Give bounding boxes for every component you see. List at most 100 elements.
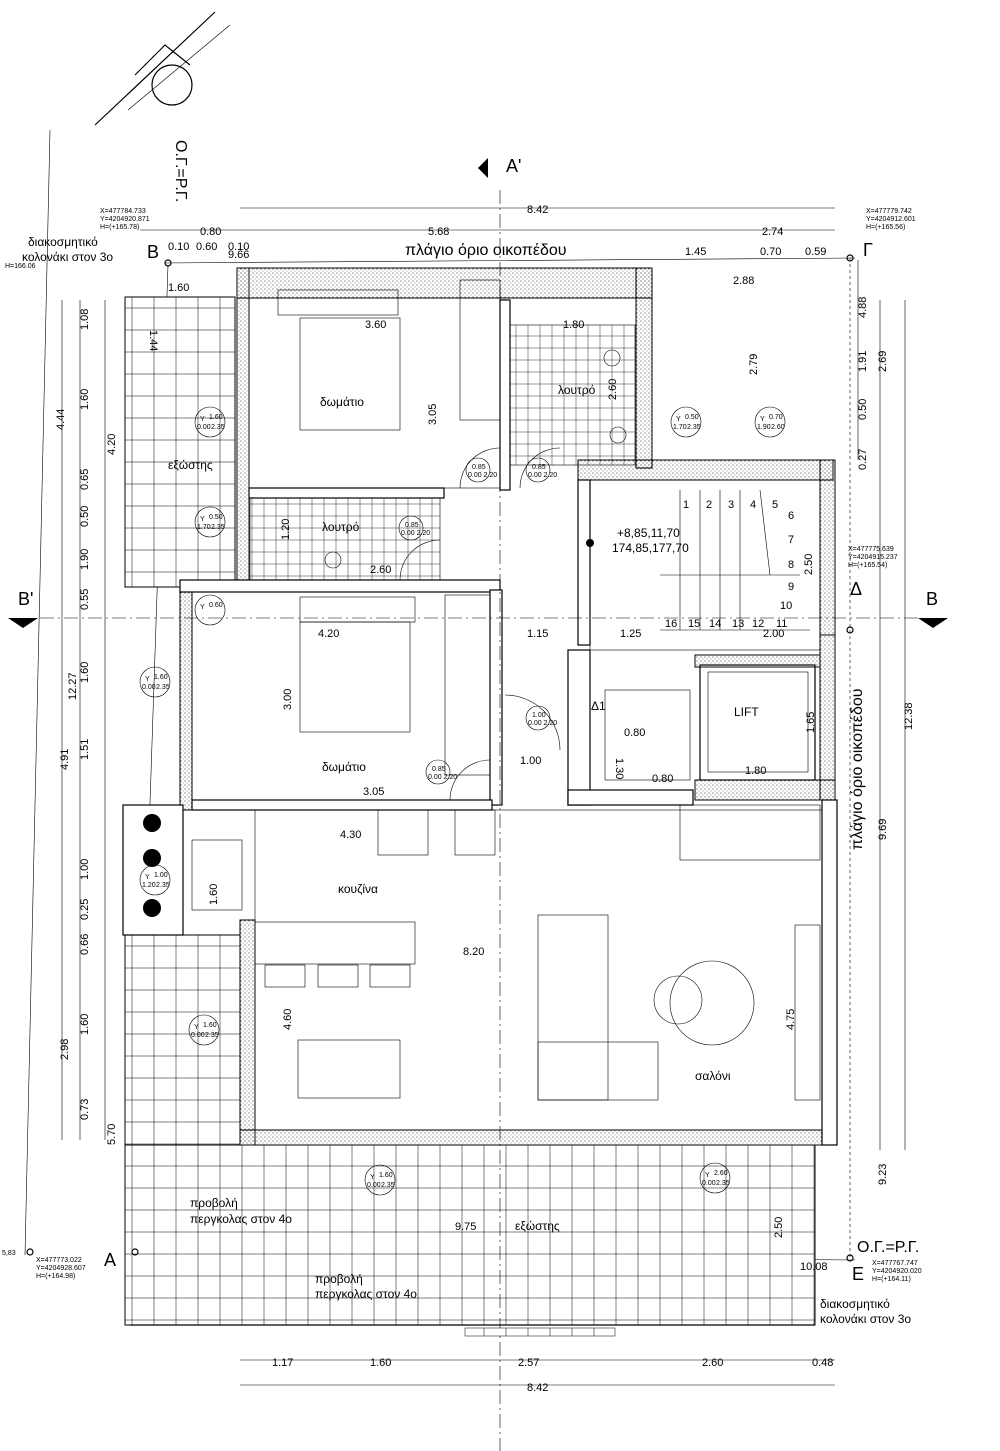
stair-number: 14 <box>709 618 721 630</box>
window-tag-top: 0.70 <box>769 414 783 421</box>
stair-number: 6 <box>788 510 794 522</box>
window-tag-y: Y <box>200 516 205 523</box>
corner-e-letter: E <box>852 1264 864 1284</box>
dim-right: 9.23 <box>877 1164 889 1185</box>
room-lift: LIFT <box>734 705 759 719</box>
door-tag: 0.850.00 2.20 <box>398 515 430 541</box>
door-tag-top: 0.85 <box>405 522 419 529</box>
dim-inner-z: 9.75 <box>455 1221 476 1233</box>
room-bedroom2: δωμάτιο <box>322 760 366 774</box>
window-tag-top: 0.50 <box>685 414 699 421</box>
dim-left: 0.25 <box>79 899 91 920</box>
door-tag-top: 0.85 <box>472 464 486 471</box>
dim-inner-bb: 10.08 <box>800 1261 828 1273</box>
dim-inner-o: 3.05 <box>363 786 384 798</box>
dim-top-s2: 0.60 <box>196 241 217 253</box>
dimension-lines <box>61 207 906 1386</box>
window-tag-br: 2.35 <box>156 882 170 889</box>
dim-bot-1: 1.17 <box>272 1357 293 1369</box>
room-balcony-bottom: εξώστης <box>515 1219 560 1233</box>
deco-note-bot-1: διακοσμητικό <box>820 1297 890 1311</box>
window-tag-br: 2.35 <box>381 1182 395 1189</box>
corner-b-x: X=477784.733 <box>100 208 146 215</box>
stair-number: 3 <box>728 499 734 511</box>
corner-d-letter: Δ <box>850 579 862 599</box>
room-bath1: λουτρό <box>558 383 596 397</box>
pergola2-2: περγκολας στον 4ο <box>315 1287 417 1301</box>
corner-a-x: X=477773.022 <box>36 1257 82 1264</box>
dim-right: 4.88 <box>857 297 869 318</box>
dim-right: 2.69 <box>877 351 889 372</box>
dim-inner-x: 4.60 <box>282 1009 294 1030</box>
dim-inner-n: 3.00 <box>282 689 294 710</box>
front-steps <box>464 1327 616 1337</box>
window-tag-bl: 0.00 <box>142 684 156 691</box>
dim-inner-t: 1.80 <box>745 765 766 777</box>
door-tag-circle <box>465 457 491 483</box>
dim-left2: 2.98 <box>59 1039 71 1060</box>
pergola1-1: προβολή <box>190 1196 238 1210</box>
balcony-left-lower <box>124 934 241 1146</box>
pergola2-1: προβολή <box>315 1272 363 1286</box>
dim-left: 1.60 <box>79 662 91 683</box>
window-tag-circle <box>754 406 786 438</box>
deco-note-top-1: διακοσμητικό <box>28 235 98 249</box>
stair-number: 1 <box>683 499 689 511</box>
dim-left: 1.60 <box>79 1014 91 1035</box>
stair-number: 12 <box>752 618 764 630</box>
dim-inner-i: 2.60 <box>370 564 391 576</box>
dim-inner-s: 1.00 <box>520 755 541 767</box>
dim-left: 0.50 <box>79 506 91 527</box>
corner-g-y: Y=4204912.601 <box>866 216 916 223</box>
window-tag-circle <box>699 1162 731 1194</box>
dim-inner-b: 3.60 <box>365 319 386 331</box>
dim-top-2: 5.68 <box>428 226 449 238</box>
door-tag-circle <box>525 705 551 731</box>
furniture <box>191 279 821 1101</box>
door-tag-circle <box>525 457 551 483</box>
door-tag: 0.850.00 2.20 <box>465 457 497 483</box>
door-tag-top: 0.85 <box>432 766 446 773</box>
window-tag-y: Y <box>200 416 205 423</box>
door-tag: 0.850.00 2.20 <box>525 457 557 483</box>
window-tag-br: 2.35 <box>687 424 701 431</box>
corner-g-x: X=477779.742 <box>866 208 912 215</box>
dim-left: 0.65 <box>79 469 91 490</box>
stair-number: 8 <box>788 559 794 571</box>
room-balcony-left: εξώστης <box>168 458 213 472</box>
window-tag-bl: 0.00 <box>197 424 211 431</box>
stair-number: 11 <box>776 618 787 630</box>
plant-icons <box>143 814 161 917</box>
dim-inner-c: 1.80 <box>563 319 584 331</box>
window-tag-top: 0.60 <box>209 602 223 609</box>
window-tag-bl: 1.70 <box>197 524 211 531</box>
dim-left: 1.51 <box>79 739 91 760</box>
dim-inner-e: 3.05 <box>427 404 439 425</box>
room-living: σαλόνι <box>695 1069 731 1083</box>
corner-d-y: Y=4204915.237 <box>848 554 898 561</box>
window-tag-y: Y <box>705 1172 710 1179</box>
door-tag: 1.000.00 2.20 <box>525 705 557 731</box>
og-bottom-label: Ο.Γ.=Ρ.Γ. <box>857 1239 919 1256</box>
corner-b-h: H=(+165.78) <box>100 224 139 231</box>
stair-number: 9 <box>788 581 794 593</box>
corner-a-y: Y=4204928.607 <box>36 1265 86 1272</box>
pergola1-2: περγκολας στον 4ο <box>190 1212 292 1226</box>
dim-inner-h: 1.20 <box>280 519 292 540</box>
dim-right: 0.27 <box>857 449 869 470</box>
door-tag-circle <box>425 759 451 785</box>
door-tag-top: 0.85 <box>532 464 546 471</box>
dim-right: 1.91 <box>857 351 869 372</box>
balcony-left-tiles <box>124 296 236 588</box>
window-tag-bl: 1.20 <box>142 882 156 889</box>
window-tag-bl: 1.70 <box>673 424 687 431</box>
deco-note-top-2: κολονάκι στον 3ο <box>22 250 113 264</box>
window-tag-circle <box>194 406 226 438</box>
corner-b-letter: B <box>147 242 159 262</box>
corner-e-h: H=(+164.11) <box>872 1276 911 1283</box>
dim-inner-k: 1.15 <box>527 628 548 640</box>
